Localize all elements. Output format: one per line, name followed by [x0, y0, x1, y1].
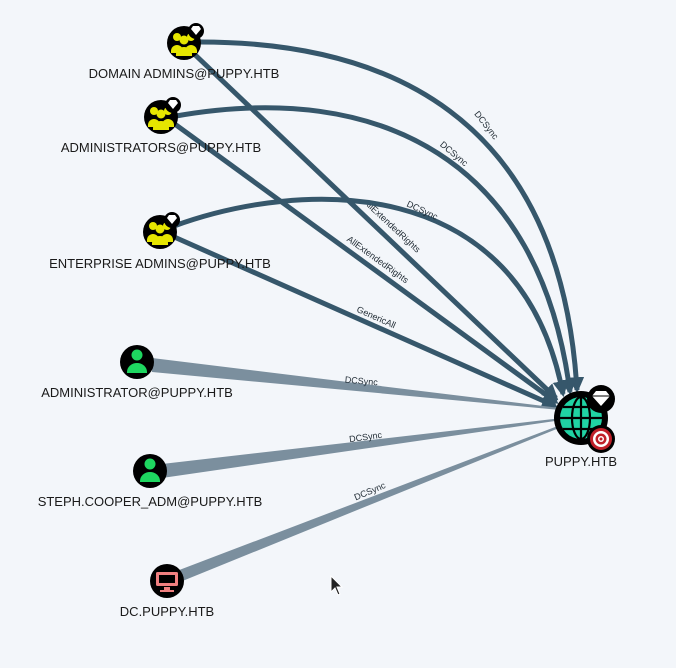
edge-administrator-dcsync[interactable]: DCSync [152, 358, 560, 410]
node-puppy-htb[interactable]: PUPPY.HTB [545, 385, 617, 469]
mouse-cursor-icon [330, 574, 344, 596]
node-label-enterprise-admins: ENTERPRISE ADMINS@PUPPY.HTB [49, 256, 271, 271]
edge-label-steph-dcsync: DCSync [349, 430, 384, 445]
node-domain-admins[interactable]: DOMAIN ADMINS@PUPPY.HTB [89, 23, 280, 81]
node-steph-cooper-adm[interactable]: STEPH.COOPER_ADM@PUPPY.HTB [38, 454, 263, 509]
node-label-puppy-htb: PUPPY.HTB [545, 454, 617, 469]
edge-domain-admins-allextendedrights[interactable]: AllExtendedRights [188, 48, 559, 401]
high-value-gem-icon [587, 385, 615, 413]
user-icon [127, 349, 147, 373]
edge-label-administrator-dcsync: DCSync [344, 375, 378, 388]
edge-steph-dcsync[interactable]: DCSync [162, 418, 562, 478]
node-administrator[interactable]: ADMINISTRATOR@PUPPY.HTB [41, 345, 233, 400]
group-icon [147, 222, 173, 245]
node-administrators[interactable]: ADMINISTRATORS@PUPPY.HTB [61, 97, 261, 155]
high-value-gem-icon [165, 97, 181, 113]
node-label-steph-cooper-adm: STEPH.COOPER_ADM@PUPPY.HTB [38, 494, 263, 509]
node-dc-puppy[interactable]: DC.PUPPY.HTB [120, 564, 214, 619]
node-label-domain-admins: DOMAIN ADMINS@PUPPY.HTB [89, 66, 280, 81]
computer-icon [156, 572, 178, 592]
target-icon [587, 425, 615, 453]
group-icon [171, 33, 197, 56]
user-icon [140, 458, 160, 482]
high-value-gem-icon [164, 212, 180, 228]
globe-icon [560, 395, 602, 441]
high-value-gem-icon [188, 23, 204, 39]
node-label-administrators: ADMINISTRATORS@PUPPY.HTB [61, 140, 261, 155]
node-label-administrator: ADMINISTRATOR@PUPPY.HTB [41, 385, 233, 400]
edge-label-administrators-allextendedrights: AllExtendedRights [345, 234, 411, 286]
node-enterprise-admins[interactable]: ENTERPRISE ADMINS@PUPPY.HTB [49, 212, 271, 271]
node-label-dc-puppy: DC.PUPPY.HTB [120, 604, 214, 619]
